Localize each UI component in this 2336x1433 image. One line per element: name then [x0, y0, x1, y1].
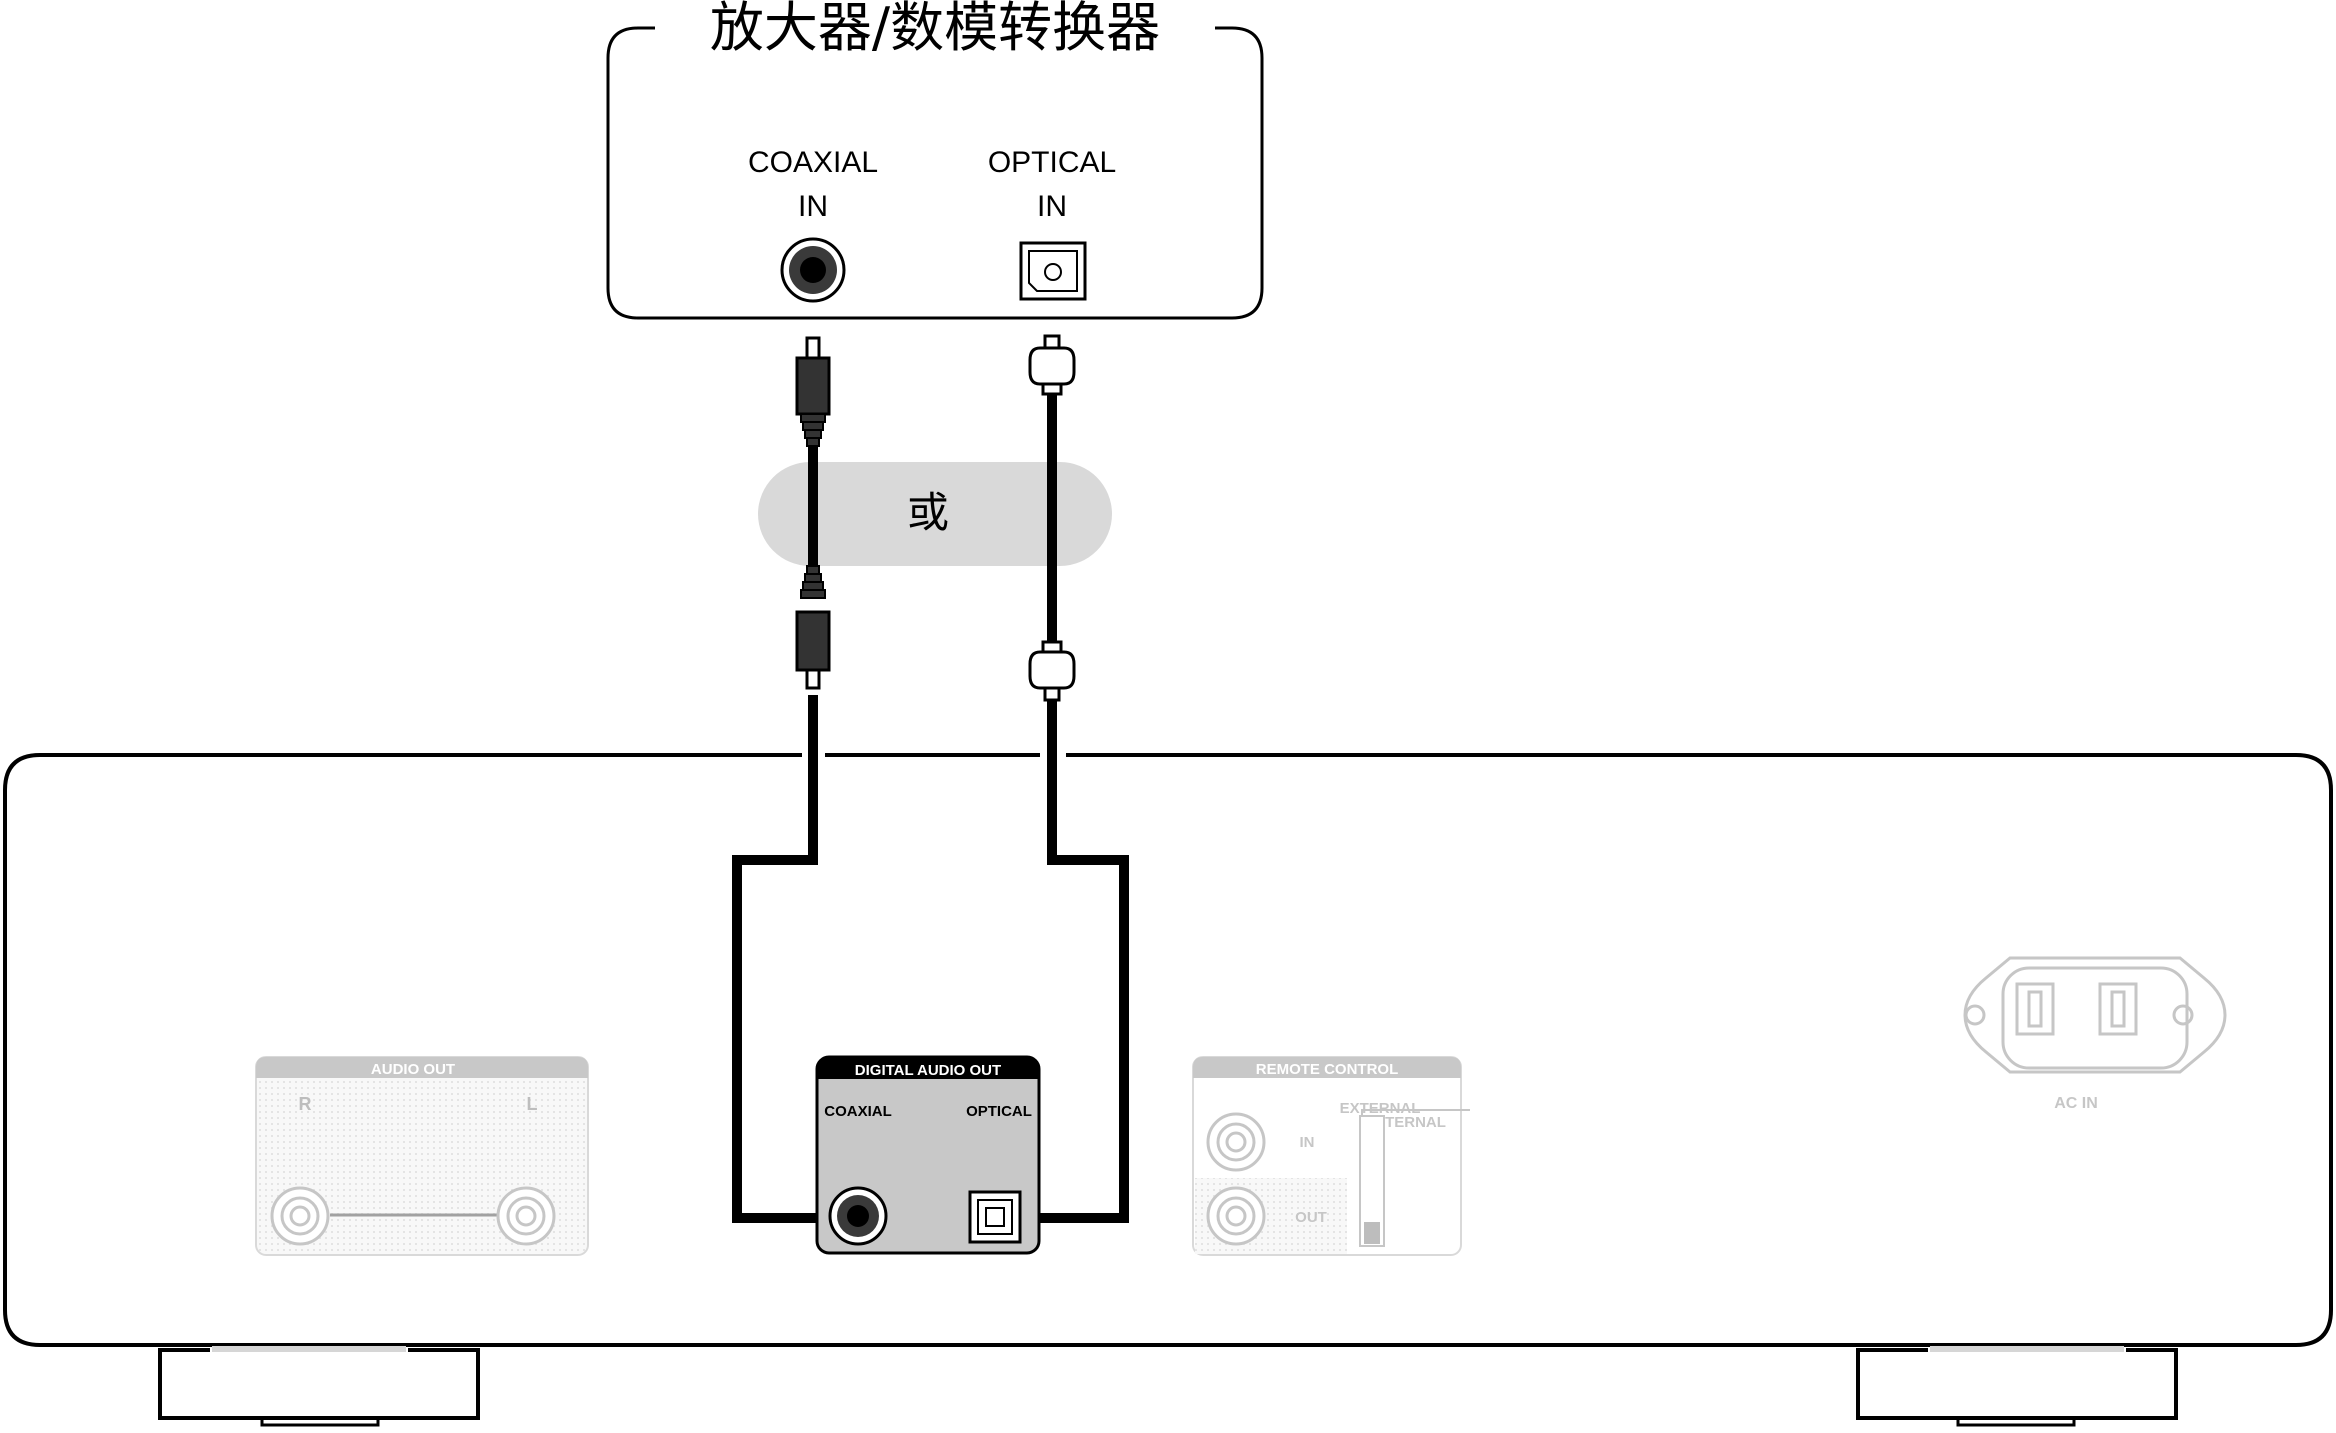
- amp-optical-label: OPTICAL: [988, 146, 1116, 179]
- amp-optical-jack-icon: [1019, 241, 1087, 301]
- remote-in-label: IN: [1300, 1134, 1315, 1151]
- audio-out-l-label: L: [527, 1094, 538, 1114]
- amp-coaxial-in-label: IN: [798, 190, 828, 223]
- audio-out-r-label: R: [299, 1094, 312, 1114]
- audio-out-r-jack-icon: [270, 1186, 330, 1246]
- remote-control-title: REMOTE CONTROL: [1256, 1061, 1399, 1078]
- amplifier-dac-unit: 放大器/数模转换器 COAXIAL IN OPTICAL IN: [606, 0, 1264, 320]
- optical-cable: [997, 334, 1129, 1223]
- remote-internal-label: INTERNAL: [1370, 1114, 1446, 1131]
- digital-optical-jack-icon: [968, 1190, 1022, 1244]
- digital-optical-label: OPTICAL: [966, 1103, 1032, 1120]
- amplifier-title: 放大器/数模转换器: [710, 0, 1160, 59]
- digital-coaxial-label: COAXIAL: [824, 1103, 892, 1120]
- remote-out-label: OUT: [1295, 1209, 1327, 1226]
- or-pill: [758, 462, 1112, 566]
- ac-inlet-icon: [1963, 956, 2227, 1074]
- ac-in-panel: AC IN: [1963, 956, 2227, 1112]
- right-foot: [1856, 1346, 2178, 1427]
- remote-control-panel: REMOTE CONTROL EXTERNAL INTERNAL IN OUT: [1192, 1056, 1470, 1256]
- coaxial-plug-bottom-icon: [795, 565, 831, 690]
- left-foot: [158, 1346, 480, 1427]
- coaxial-cable: [732, 336, 865, 1223]
- amp-coaxial-jack-icon: [780, 237, 846, 303]
- digital-audio-out-panel: DIGITAL AUDIO OUT COAXIAL OPTICAL: [815, 1055, 1041, 1255]
- remote-in-jack-icon: [1206, 1112, 1266, 1172]
- amp-optical-in-label: IN: [1037, 190, 1067, 223]
- player-unit: AUDIO OUT R L DIGITAL AUDIO OUT COAXIAL …: [3, 753, 2333, 1427]
- digital-coaxial-jack-icon: [828, 1186, 888, 1246]
- remote-external-label: EXTERNAL: [1340, 1100, 1421, 1117]
- audio-out-l-jack-icon: [496, 1186, 556, 1246]
- amp-coaxial-label: COAXIAL: [748, 146, 878, 179]
- audio-out-title: AUDIO OUT: [371, 1061, 455, 1078]
- or-label: 或: [907, 488, 949, 537]
- amplifier-box-outline: [606, 26, 1264, 320]
- player-chassis-outline: [3, 753, 2333, 1347]
- ac-in-label: AC IN: [2054, 1095, 2098, 1112]
- coaxial-plug-top-icon: [795, 336, 831, 447]
- audio-out-panel: AUDIO OUT R L: [255, 1056, 589, 1256]
- remote-out-jack-icon: [1206, 1186, 1266, 1246]
- optical-plug-bottom-icon: [1028, 640, 1076, 702]
- digital-audio-out-title: DIGITAL AUDIO OUT: [855, 1062, 1001, 1079]
- remote-switch-icon: [1359, 1115, 1385, 1247]
- or-indicator: 或: [758, 462, 1112, 566]
- optical-plug-top-icon: [1028, 334, 1076, 396]
